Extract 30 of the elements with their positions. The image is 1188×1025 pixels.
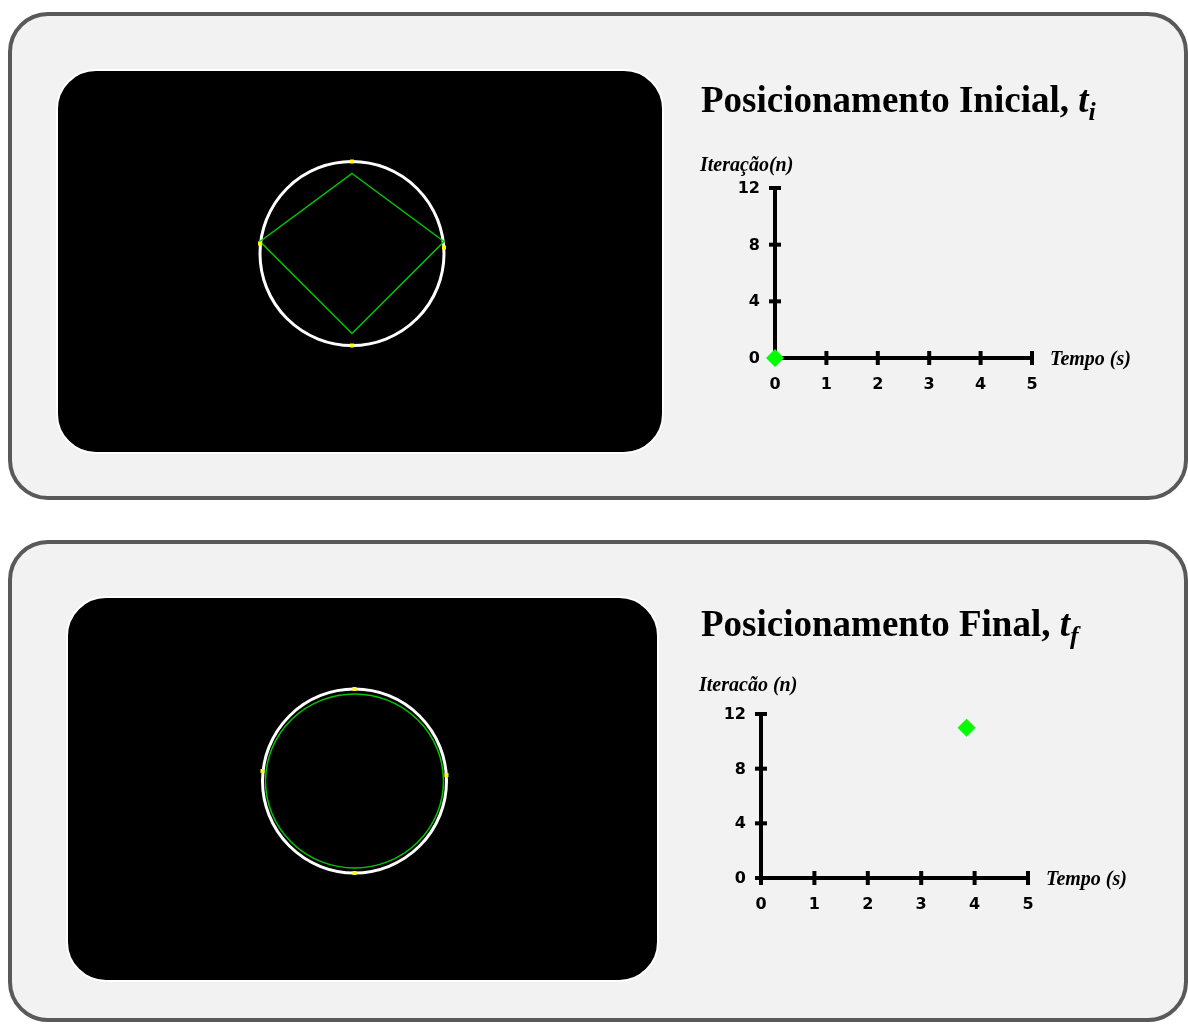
panel bbox=[8, 540, 1188, 1022]
photo bbox=[56, 69, 664, 454]
tick-label: 0 bbox=[769, 376, 781, 392]
tick-label: 12 bbox=[737, 180, 760, 196]
axis-title: Tempo (s) bbox=[1050, 348, 1131, 368]
axis-title: Tempo (s) bbox=[1046, 868, 1127, 888]
tick-label: 0 bbox=[734, 870, 746, 886]
tick-label: 8 bbox=[734, 760, 746, 777]
tick-label: 2 bbox=[862, 896, 874, 912]
tick-label: 5 bbox=[1022, 896, 1034, 912]
panel bbox=[8, 12, 1188, 500]
tick-label: 4 bbox=[734, 815, 746, 832]
tick-label: 1 bbox=[808, 896, 820, 912]
tick-label: 4 bbox=[969, 896, 981, 912]
tick-label: 1 bbox=[820, 376, 832, 392]
tick-label: 4 bbox=[975, 376, 987, 392]
tick-label: 0 bbox=[755, 896, 767, 912]
axis-title: Iteração(n) bbox=[700, 154, 794, 174]
tick-label: 2 bbox=[872, 376, 884, 392]
tick-label: 12 bbox=[723, 706, 746, 722]
tick-label: 0 bbox=[748, 350, 760, 366]
panel-title: Posicionamento Inicial, t$_{i}$ bbox=[701, 80, 1096, 127]
tick-label: 4 bbox=[748, 293, 760, 310]
panel-title: Posicionamento Final, t$_{f}$ bbox=[701, 604, 1079, 651]
photo bbox=[66, 596, 659, 982]
tick-label: 8 bbox=[748, 236, 760, 253]
tick-label: 5 bbox=[1026, 376, 1038, 392]
tick-label: 3 bbox=[923, 376, 935, 392]
tick-label: 3 bbox=[915, 896, 927, 912]
axis-title: Iteracão (n) bbox=[699, 674, 798, 694]
